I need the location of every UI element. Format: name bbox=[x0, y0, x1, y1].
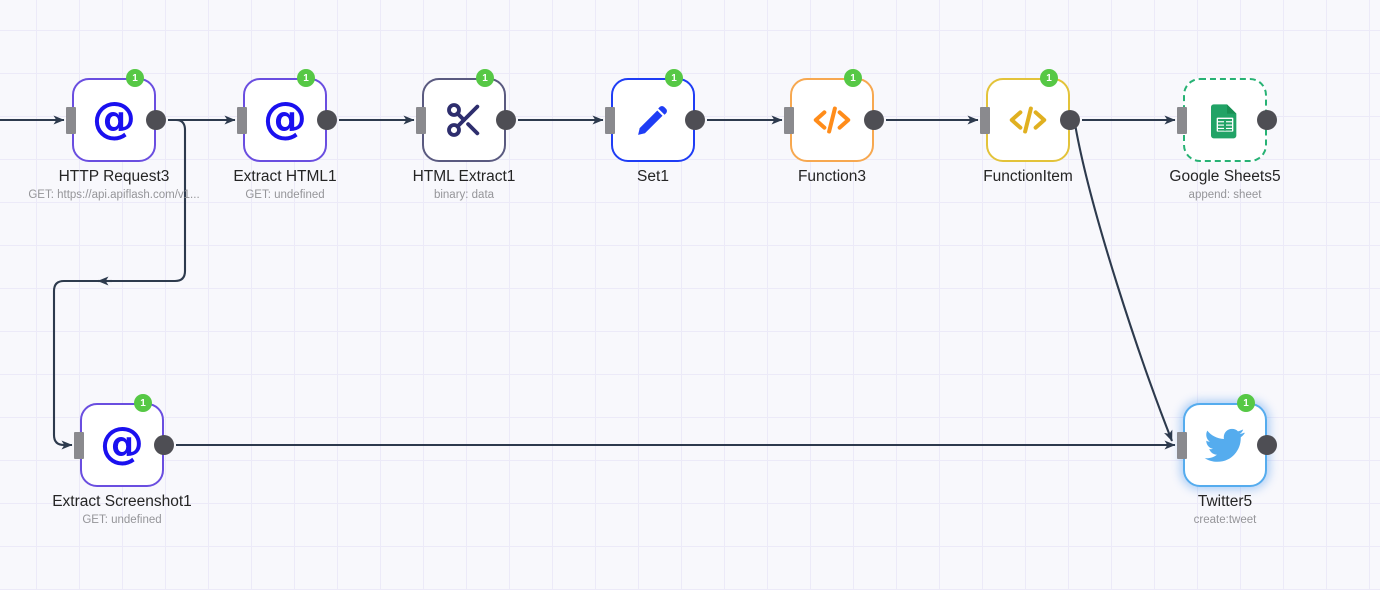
output-port[interactable] bbox=[1257, 435, 1277, 455]
input-port[interactable] bbox=[980, 107, 990, 134]
output-port[interactable] bbox=[154, 435, 174, 455]
google-sheets-icon bbox=[1202, 97, 1248, 143]
at-sign-icon: @ bbox=[92, 93, 136, 144]
output-port[interactable] bbox=[864, 110, 884, 130]
node-google-sheets-5[interactable]: Google Sheets5 append: sheet bbox=[1169, 78, 1281, 201]
input-port[interactable] bbox=[74, 432, 84, 459]
node-title: Set1 bbox=[637, 168, 669, 185]
input-port[interactable] bbox=[1177, 432, 1187, 459]
node-subtitle: create:tweet bbox=[1193, 514, 1257, 526]
node-body[interactable] bbox=[986, 78, 1070, 162]
node-http-request-3[interactable]: @ 1 HTTP Request3 GET: https://api.apifl… bbox=[28, 69, 200, 201]
node-set-1[interactable]: 1 Set1 bbox=[605, 69, 705, 185]
node-title: Google Sheets5 bbox=[1169, 168, 1281, 185]
node-title: Twitter5 bbox=[1197, 493, 1253, 510]
execution-count-badge: 1 bbox=[1237, 394, 1255, 412]
code-brackets-icon bbox=[809, 97, 855, 143]
node-extract-html-1[interactable]: @ 1 Extract HTML1 GET: undefined bbox=[233, 69, 337, 201]
input-port[interactable] bbox=[237, 107, 247, 134]
output-port[interactable] bbox=[496, 110, 516, 130]
node-body[interactable] bbox=[422, 78, 506, 162]
at-sign-icon: @ bbox=[100, 418, 144, 469]
output-port[interactable] bbox=[1060, 110, 1080, 130]
node-subtitle: GET: https://api.apiflash.com/v1... bbox=[28, 189, 200, 201]
node-body[interactable] bbox=[1183, 403, 1267, 487]
node-body[interactable] bbox=[790, 78, 874, 162]
input-port[interactable] bbox=[605, 107, 615, 134]
output-port[interactable] bbox=[685, 110, 705, 130]
node-title: Extract Screenshot1 bbox=[52, 493, 192, 510]
execution-count-badge: 1 bbox=[476, 69, 494, 87]
node-html-extract-1[interactable]: 1 HTML Extract1 binary: data bbox=[413, 69, 516, 201]
input-port[interactable] bbox=[66, 107, 76, 134]
node-title: HTTP Request3 bbox=[58, 168, 170, 185]
scissors-icon bbox=[441, 97, 487, 143]
input-port[interactable] bbox=[1177, 107, 1187, 134]
node-title: HTML Extract1 bbox=[412, 168, 516, 185]
node-extract-screenshot-1[interactable]: @ 1 Extract Screenshot1 GET: undefined bbox=[52, 394, 192, 526]
input-port[interactable] bbox=[416, 107, 426, 134]
node-body[interactable] bbox=[1183, 78, 1267, 162]
node-body[interactable]: @ bbox=[80, 403, 164, 487]
twitter-bird-icon bbox=[1202, 422, 1248, 468]
node-function-item[interactable]: 1 FunctionItem bbox=[980, 69, 1080, 185]
node-title: FunctionItem bbox=[983, 168, 1073, 185]
execution-count-badge: 1 bbox=[1040, 69, 1058, 87]
execution-count-badge: 1 bbox=[844, 69, 862, 87]
node-subtitle: binary: data bbox=[433, 189, 495, 201]
input-port[interactable] bbox=[784, 107, 794, 134]
execution-count-badge: 1 bbox=[665, 69, 683, 87]
at-sign-icon: @ bbox=[263, 93, 307, 144]
execution-count-badge: 1 bbox=[297, 69, 315, 87]
output-port[interactable] bbox=[1257, 110, 1277, 130]
code-brackets-icon bbox=[1005, 97, 1051, 143]
node-title: Extract HTML1 bbox=[233, 168, 337, 185]
execution-count-badge: 1 bbox=[126, 69, 144, 87]
node-body[interactable]: @ bbox=[243, 78, 327, 162]
node-title: Function3 bbox=[797, 168, 867, 185]
node-subtitle: append: sheet bbox=[1188, 189, 1262, 201]
node-subtitle: GET: undefined bbox=[82, 514, 162, 526]
node-twitter-5[interactable]: 1 Twitter5 create:tweet bbox=[1177, 394, 1277, 526]
output-port[interactable] bbox=[317, 110, 337, 130]
node-function-3[interactable]: 1 Function3 bbox=[784, 69, 884, 185]
node-body[interactable] bbox=[611, 78, 695, 162]
node-body[interactable]: @ bbox=[72, 78, 156, 162]
execution-count-badge: 1 bbox=[134, 394, 152, 412]
node-subtitle: GET: undefined bbox=[245, 189, 325, 201]
output-port[interactable] bbox=[146, 110, 166, 130]
pencil-icon bbox=[630, 97, 676, 143]
edge-functionitem-to-twitter bbox=[1073, 123, 1173, 442]
